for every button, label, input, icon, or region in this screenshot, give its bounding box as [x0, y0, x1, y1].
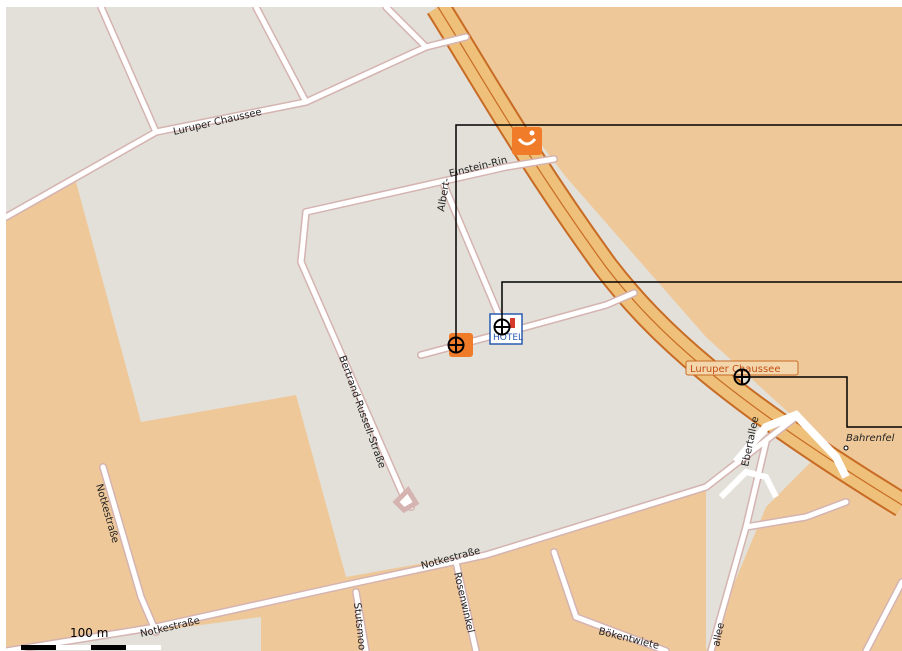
ramp-ebertallee-inner: [718, 468, 779, 500]
scale-label: 100 m: [70, 626, 109, 640]
callout-line-2: [501, 281, 902, 327]
callout-line-1: [455, 124, 902, 345]
poi-travel-agency[interactable]: [512, 127, 542, 155]
residential-area-east: [436, 7, 902, 651]
tui-smile-icon: [512, 127, 542, 155]
bahrenfeld-station-dot: [843, 445, 849, 451]
callout-line-3: [742, 376, 902, 428]
crosshair-icon[interactable]: [447, 336, 465, 354]
map-canvas[interactable]: Luruper Chaussee Albert- Einstein-Rin Be…: [6, 7, 902, 651]
turning-circle: [392, 485, 420, 514]
street-label-bertrand-russell: Bertrand-Russell-Straße: [336, 354, 387, 470]
street-label-bahrenfeld: Bahrenfel: [846, 433, 895, 444]
street-label-ebertallee-bottom: allee: [711, 622, 727, 648]
scale-bar: [20, 642, 162, 651]
map-svg[interactable]: Luruper Chaussee Albert- Einstein-Rin Be…: [6, 7, 902, 651]
motorway-divider: [437, 7, 902, 506]
residential-area-west: [6, 182, 346, 651]
crosshair-icon[interactable]: [733, 368, 751, 386]
crosshair-icon[interactable]: [493, 318, 511, 336]
luruper-chaussee-tag: Luruper Chaussee: [690, 364, 780, 375]
hotel-icon-text: HOTEL: [493, 333, 523, 343]
residential-area-south: [261, 487, 706, 651]
roads: [6, 7, 902, 651]
left-margin: [0, 0, 6, 651]
ramp-ebertallee: [732, 410, 850, 479]
street-label-stutsmoor: Stutsmoo: [351, 602, 367, 651]
